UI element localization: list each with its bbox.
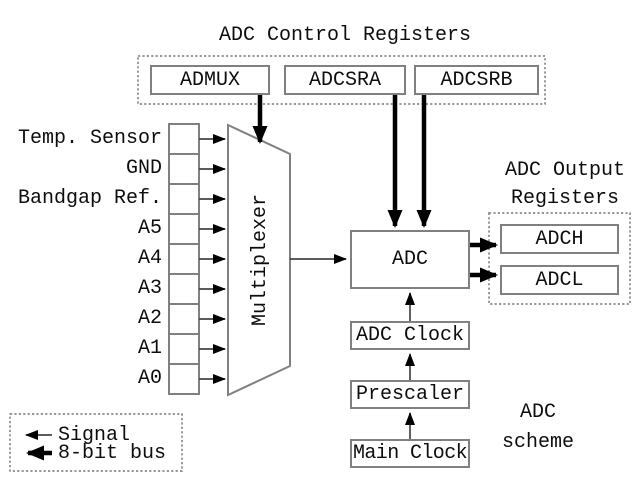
input-label-gnd: GND — [125, 157, 162, 180]
pin-cell — [168, 213, 200, 245]
legend-signal-label: Signal — [58, 424, 131, 447]
input-label-a5: A5 — [137, 217, 162, 240]
input-label-bandgap: Bandgap Ref. — [17, 187, 162, 210]
multiplexer-shape — [227, 123, 291, 397]
main-clock-block: Main Clock — [350, 439, 470, 468]
input-label-a4: A4 — [137, 247, 162, 270]
register-box-admux: ADMUX — [150, 65, 270, 95]
pin-cell — [168, 153, 200, 185]
register-box-adcl: ADCL — [500, 265, 619, 295]
pin-cell — [168, 183, 200, 215]
output-registers-title-line1: ADC Output — [504, 159, 626, 182]
caption-line1: ADC — [519, 401, 556, 424]
register-box-adcsra: ADCSRA — [284, 65, 406, 95]
pin-cell — [168, 123, 200, 155]
input-label-temp-sensor: Temp. Sensor — [17, 127, 162, 150]
output-registers-title-line2: Registers — [510, 187, 620, 210]
pin-cell — [168, 333, 200, 365]
input-label-a0: A0 — [137, 367, 162, 390]
pin-cell — [168, 303, 200, 335]
caption-line2: scheme — [501, 431, 574, 454]
adc-clock-block: ADC Clock — [350, 321, 470, 350]
control-registers-title: ADC Control Registers — [218, 24, 472, 47]
register-box-adch: ADCH — [500, 224, 619, 254]
multiplexer-label: Multiplexer — [249, 193, 272, 327]
prescaler-block: Prescaler — [350, 380, 470, 409]
legend-bus-label: 8-bit bus — [58, 442, 167, 465]
pin-cell — [168, 363, 200, 395]
pin-cell — [168, 273, 200, 305]
control-registers-dotted-box — [137, 55, 546, 105]
input-pin-cells — [168, 123, 200, 395]
input-label-a1: A1 — [137, 337, 162, 360]
adc-block: ADC — [350, 230, 470, 289]
input-label-a2: A2 — [137, 307, 162, 330]
pin-cell — [168, 243, 200, 275]
signal-arrows — [25, 134, 415, 440]
register-box-adcsrb: ADCSRB — [414, 65, 539, 95]
input-label-a3: A3 — [137, 277, 162, 300]
bus-arrows — [26, 95, 498, 461]
output-registers-dotted-box — [488, 212, 631, 305]
